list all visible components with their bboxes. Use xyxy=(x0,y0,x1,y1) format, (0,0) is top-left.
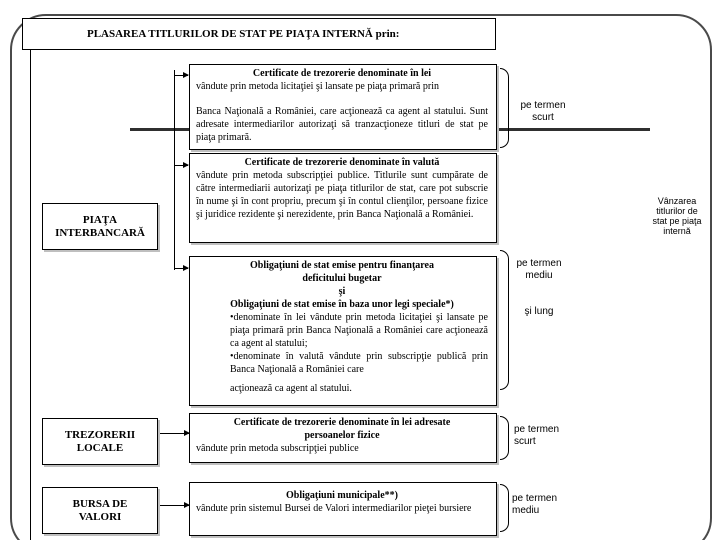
piata-interbancara-box: PIAŢA INTERBANCARĂ xyxy=(42,203,158,250)
trezorerii-locale-label: TREZORERII LOCALE xyxy=(64,428,136,454)
bursa-valori-label: BURSA DE VALORI xyxy=(72,497,128,523)
cert-valuta-box: Certificate de trezorerie denominate în … xyxy=(189,153,497,243)
municipale-body: vândute prin sistemul Bursei de Valori i… xyxy=(196,503,472,514)
obligatiuni-heading1: Obligaţiuni de stat emise pentru finanţa… xyxy=(250,260,434,284)
outer-frame xyxy=(10,14,712,540)
cert-lei-box: Certificate de trezorerie denominate în … xyxy=(189,64,497,150)
term-scurt-label: pe termen scurt xyxy=(520,100,566,123)
cert-lei-body1: vândute prin metoda licitaţiei şi lansat… xyxy=(196,81,439,92)
brace-cert-lei xyxy=(500,68,509,148)
municipale-box: Obligaţiuni municipale**) vândute prin s… xyxy=(189,482,497,536)
bursa-valori-box: BURSA DE VALORI xyxy=(42,487,158,534)
obligatiuni-bullet2: •denominate în valută vândute prin subsc… xyxy=(230,351,488,375)
obligatiuni-heading2: şi xyxy=(338,286,346,297)
brace-cert-persoane xyxy=(500,416,509,460)
cert-valuta-heading: Certificate de trezorerie denominate în … xyxy=(244,157,440,168)
cert-persoane-body: vândute prin metoda subscripţiei publice xyxy=(196,443,359,454)
arrow-to-municipale xyxy=(157,502,190,508)
piata-interbancara-label: PIAŢA INTERBANCARĂ xyxy=(55,213,145,239)
obligatiuni-box: Obligaţiuni de stat emise pentru finanţa… xyxy=(189,256,497,406)
brace-municipale xyxy=(500,484,509,532)
instrument-connector-line xyxy=(174,70,175,270)
brace-obligatiuni xyxy=(500,250,509,390)
trezorerii-locale-box: TREZORERII LOCALE xyxy=(42,418,158,465)
term-bursa-mediu-label: pe termen mediu xyxy=(512,493,558,516)
left-connector-line xyxy=(30,50,31,540)
cert-lei-body2: Banca Naţională a României, care acţione… xyxy=(196,106,488,143)
arrow-to-obligatiuni xyxy=(174,265,189,271)
obligatiuni-heading3: Obligaţiuni de stat emise în baza unor l… xyxy=(230,299,454,310)
cert-lei-heading: Certificate de trezorerie denominate în … xyxy=(252,68,432,79)
term-trez-scurt-label: pe termen scurt xyxy=(514,424,560,447)
cert-valuta-body: vândute prin metoda subscripţiei publice… xyxy=(196,170,488,220)
obligatiuni-bullet2-end: acţionează ca agent al statului. xyxy=(230,383,352,394)
arrow-to-cert-persoane xyxy=(157,430,190,436)
term-lung-label: şi lung xyxy=(524,306,554,317)
cert-persoane-heading: Certificate de trezorerie denominate în … xyxy=(233,417,451,441)
municipale-heading: Obligaţiuni municipale**) xyxy=(286,490,398,501)
obligatiuni-bullet1: •denominate în lei vândute prin metoda l… xyxy=(230,312,488,349)
side-note-label: Vânzarea titlurilor de stat pe piaţa int… xyxy=(652,196,702,236)
arrow-to-cert-lei xyxy=(174,72,189,78)
arrow-to-cert-valuta xyxy=(174,162,189,168)
diagram-title: PLASAREA TITLURILOR DE STAT PE PIAŢA INT… xyxy=(22,18,496,50)
cert-persoane-box: Certificate de trezorerie denominate în … xyxy=(189,413,497,463)
term-mediu-label: pe termen mediu xyxy=(516,258,562,281)
